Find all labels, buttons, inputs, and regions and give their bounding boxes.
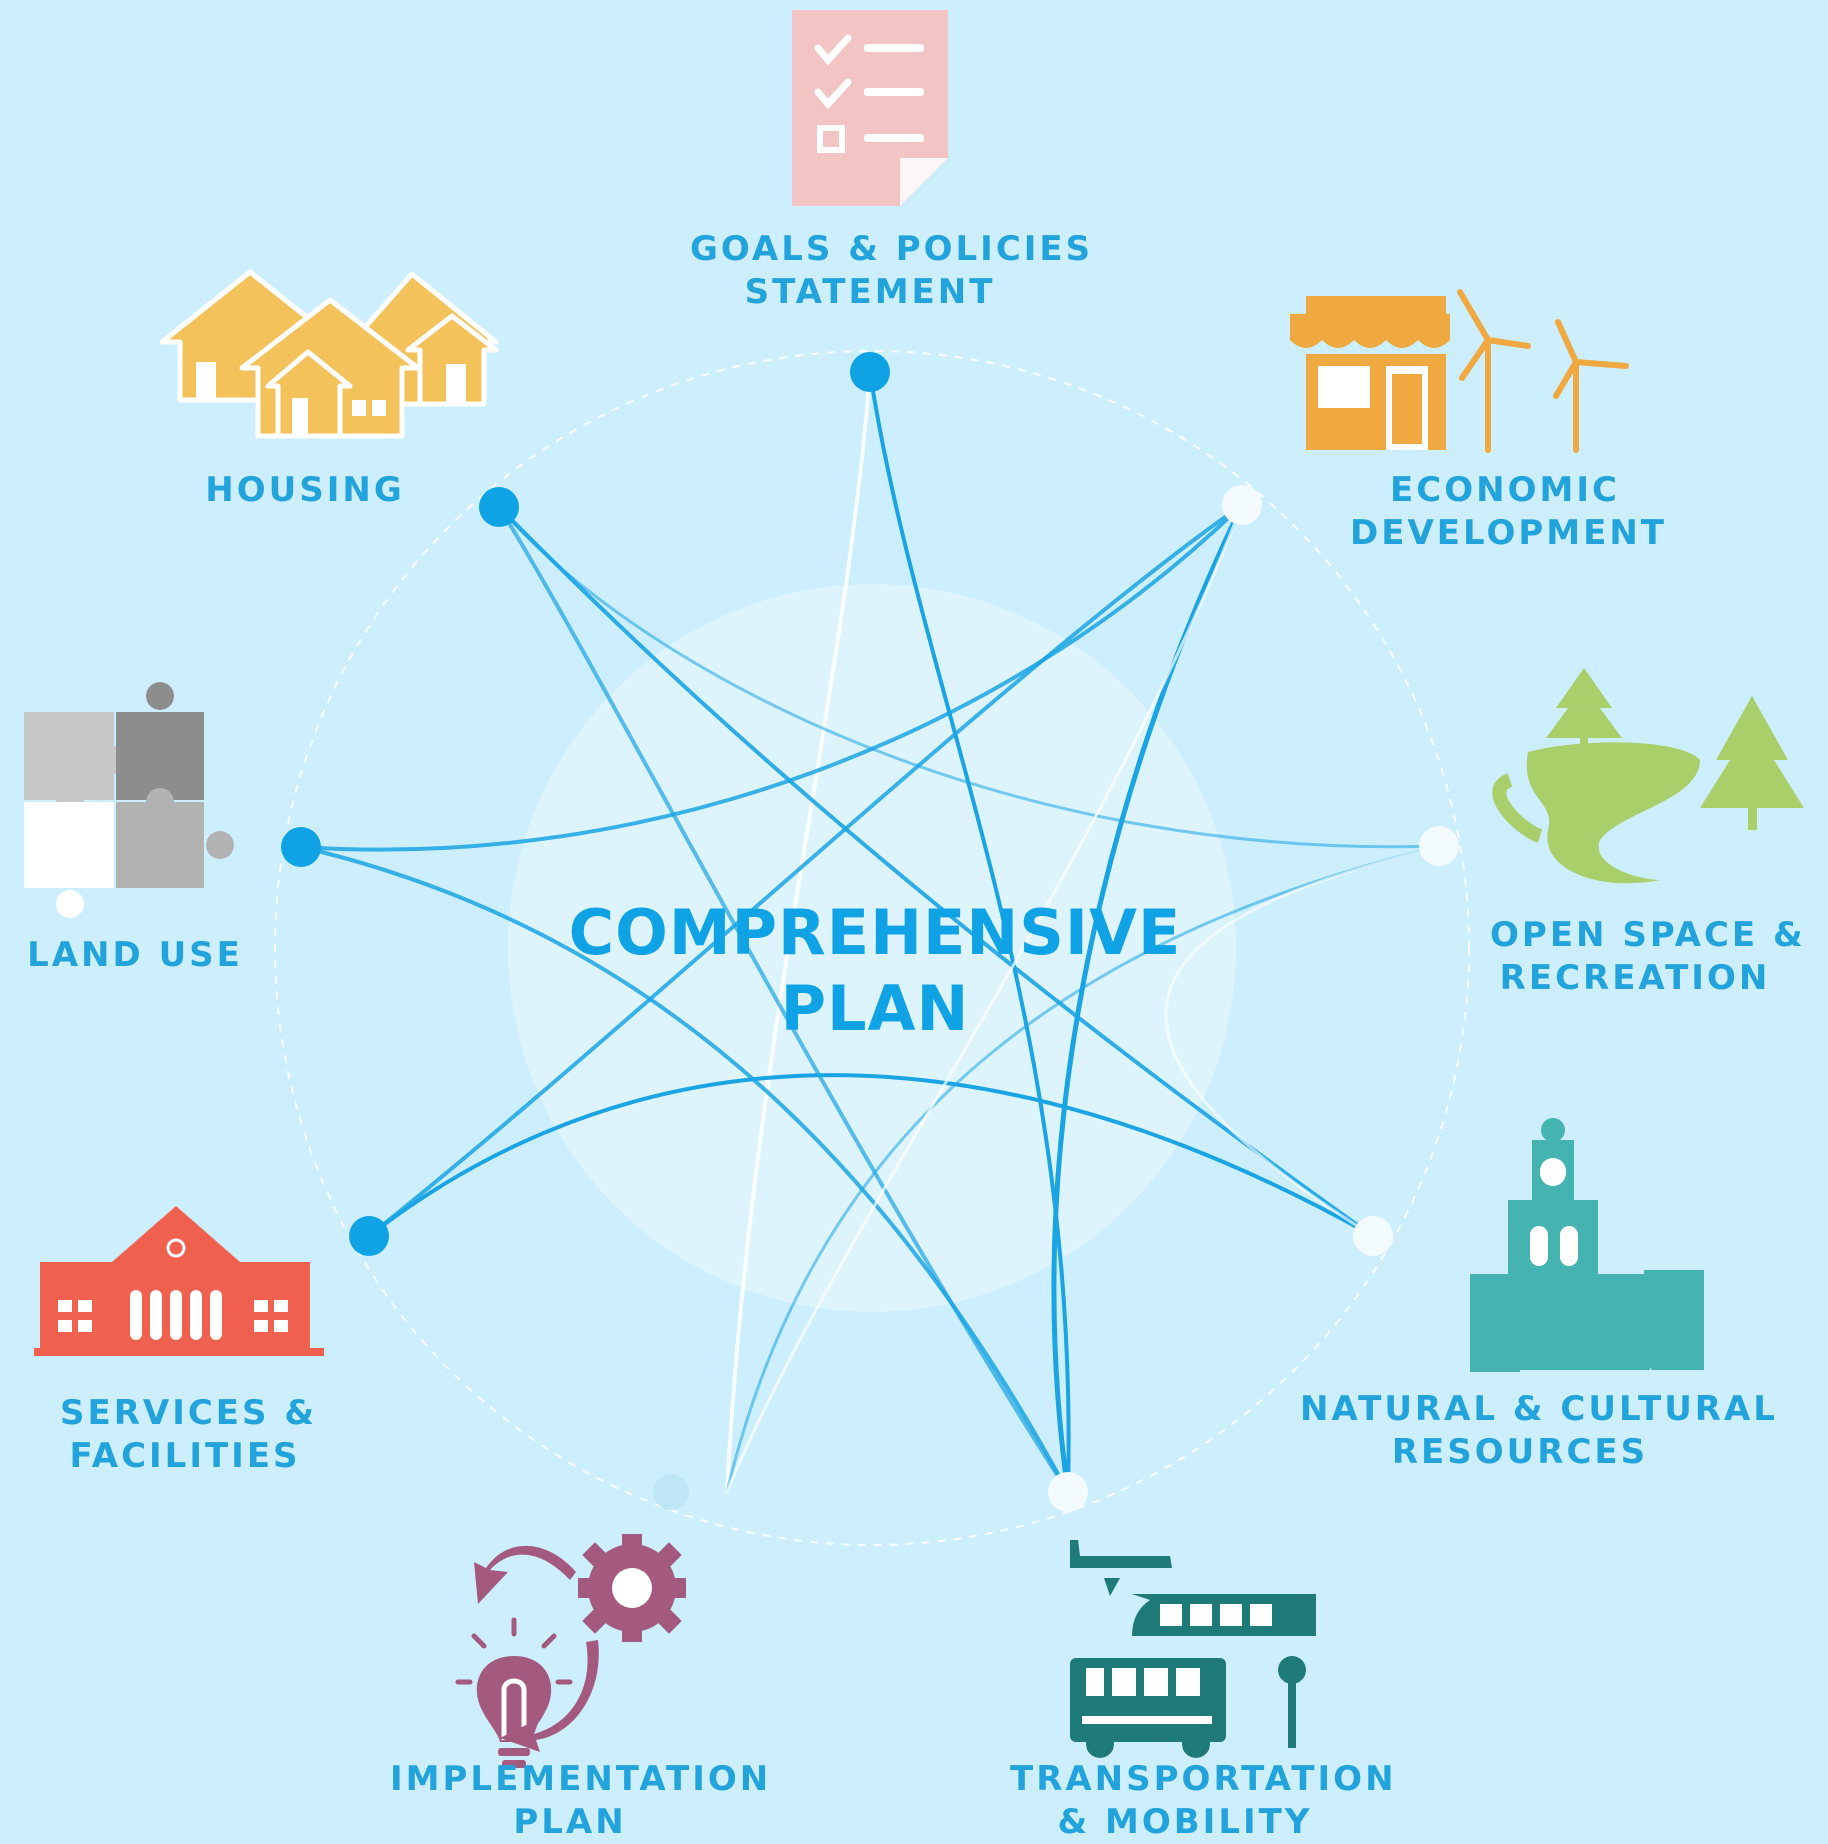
civic-building-icon bbox=[34, 1206, 324, 1356]
houses-icon bbox=[159, 269, 499, 439]
node-open-space[interactable] bbox=[1419, 826, 1459, 866]
lightbulb-gear-cycle-icon bbox=[455, 1534, 686, 1768]
label-open-space[interactable]: OPEN SPACE & RECREATION bbox=[1490, 914, 1806, 1000]
storefront-wind-turbines-icon bbox=[1290, 289, 1629, 453]
center-title-line2: PLAN bbox=[780, 972, 970, 1045]
label-housing-line1: HOUSING bbox=[205, 470, 405, 510]
label-services-line1: SERVICES & bbox=[60, 1393, 318, 1433]
label-land-use-line1: LAND USE bbox=[27, 935, 243, 975]
connection-curve bbox=[725, 503, 1244, 1494]
checklist-document-icon bbox=[792, 10, 948, 206]
connection-curve bbox=[367, 503, 1244, 1238]
connection-curve bbox=[367, 1073, 1375, 1238]
connection-curve bbox=[497, 505, 1441, 849]
orbit-ring bbox=[274, 350, 1470, 1546]
plane-train-bus-icon bbox=[1070, 1540, 1316, 1758]
center-disc bbox=[508, 584, 1236, 1312]
connection-curve bbox=[725, 370, 872, 1494]
label-land-use[interactable]: LAND USE bbox=[20, 934, 250, 977]
center-title: COMPREHENSIVE PLAN bbox=[560, 895, 1190, 1047]
node-land-use[interactable] bbox=[281, 827, 321, 867]
label-implementation-line2: PLAN bbox=[513, 1802, 627, 1842]
label-goals[interactable]: GOALS & POLICIES STATEMENT bbox=[690, 228, 1094, 314]
label-services[interactable]: SERVICES & FACILITIES bbox=[60, 1392, 318, 1478]
label-implementation-line1: IMPLEMENTATION bbox=[390, 1759, 772, 1799]
label-housing[interactable]: HOUSING bbox=[190, 469, 420, 512]
connection-curve bbox=[497, 505, 1375, 1238]
label-economic[interactable]: ECONOMIC DEVELOPMENT bbox=[1350, 469, 1667, 555]
label-goals-line1: GOALS & POLICIES bbox=[690, 229, 1094, 269]
label-transportation-line1: TRANSPORTATION bbox=[1010, 1759, 1397, 1799]
node-services[interactable] bbox=[349, 1216, 389, 1256]
label-goals-line2: STATEMENT bbox=[744, 272, 996, 312]
node-economic[interactable] bbox=[1222, 485, 1262, 525]
label-implementation[interactable]: IMPLEMENTATION PLAN bbox=[390, 1758, 772, 1844]
label-economic-line2: DEVELOPMENT bbox=[1350, 513, 1667, 553]
label-open-space-line2: RECREATION bbox=[1499, 958, 1771, 998]
node-natural[interactable] bbox=[1353, 1216, 1393, 1256]
connection-curve bbox=[725, 844, 1441, 1494]
node-implementation[interactable] bbox=[653, 1474, 689, 1510]
trees-pond-icon bbox=[1492, 668, 1804, 884]
connection-curve bbox=[299, 503, 1244, 852]
connection-curve bbox=[299, 845, 1070, 1494]
label-natural-line1: NATURAL & CULTURAL bbox=[1300, 1389, 1778, 1429]
label-natural[interactable]: NATURAL & CULTURAL RESOURCES bbox=[1300, 1388, 1778, 1474]
label-natural-line2: RESOURCES bbox=[1391, 1432, 1649, 1472]
node-transportation[interactable] bbox=[1048, 1472, 1088, 1512]
label-transportation[interactable]: TRANSPORTATION & MOBILITY bbox=[1010, 1758, 1397, 1844]
label-services-line2: FACILITIES bbox=[69, 1436, 301, 1476]
clock-tower-river-icon bbox=[1470, 1118, 1704, 1372]
connection-curve bbox=[868, 370, 1071, 1494]
connection-curve bbox=[1164, 844, 1441, 1238]
node-housing[interactable] bbox=[479, 487, 519, 527]
label-economic-line1: ECONOMIC bbox=[1390, 470, 1620, 510]
label-transportation-line2: & MOBILITY bbox=[1057, 1802, 1313, 1842]
puzzle-pieces-icon bbox=[24, 682, 234, 918]
label-open-space-line1: OPEN SPACE & bbox=[1490, 915, 1806, 955]
node-goals[interactable] bbox=[850, 352, 890, 392]
center-title-line1: COMPREHENSIVE bbox=[568, 896, 1182, 969]
